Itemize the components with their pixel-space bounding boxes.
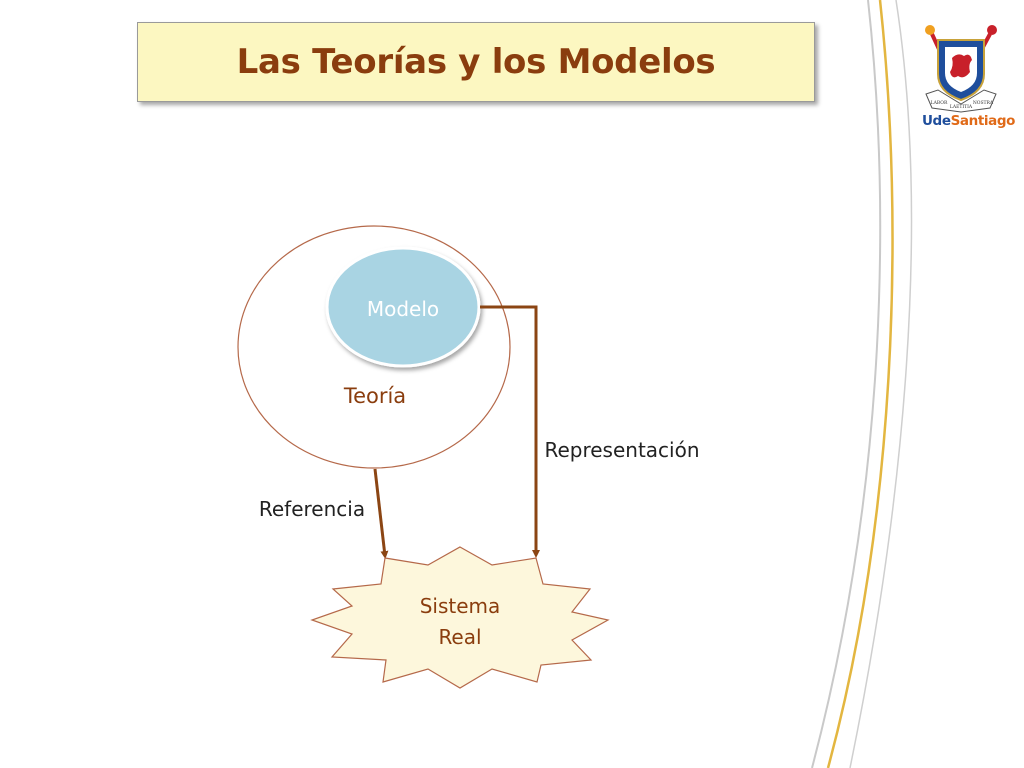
referencia-arrow: [373, 468, 389, 559]
teoria-label: Teoría: [343, 384, 406, 408]
referencia-label: Referencia: [259, 497, 365, 521]
representacion-arrow: [480, 305, 540, 558]
modelo-ellipse: [325, 246, 481, 368]
sistema-label-line1: Sistema: [420, 594, 501, 618]
crest-motto-left: LABOR: [931, 100, 948, 106]
crest-motto-center: LAETITIA: [950, 104, 973, 110]
wordmark-prefix: Ude: [922, 113, 951, 129]
modelo-label: Modelo: [367, 297, 439, 321]
crest-motto-right: NOSTRA: [973, 100, 994, 106]
sistema-label-line2: Real: [438, 625, 481, 649]
title-box: Las Teorías y los Modelos: [137, 22, 815, 102]
wordmark-suffix: Santiago: [950, 113, 1016, 129]
representacion-label: Representación: [544, 438, 699, 462]
sistema-real-star: [310, 546, 610, 689]
slide-title: Las Teorías y los Modelos: [236, 42, 716, 82]
udesantiago-wordmark: UdeSantiago: [922, 113, 1015, 129]
